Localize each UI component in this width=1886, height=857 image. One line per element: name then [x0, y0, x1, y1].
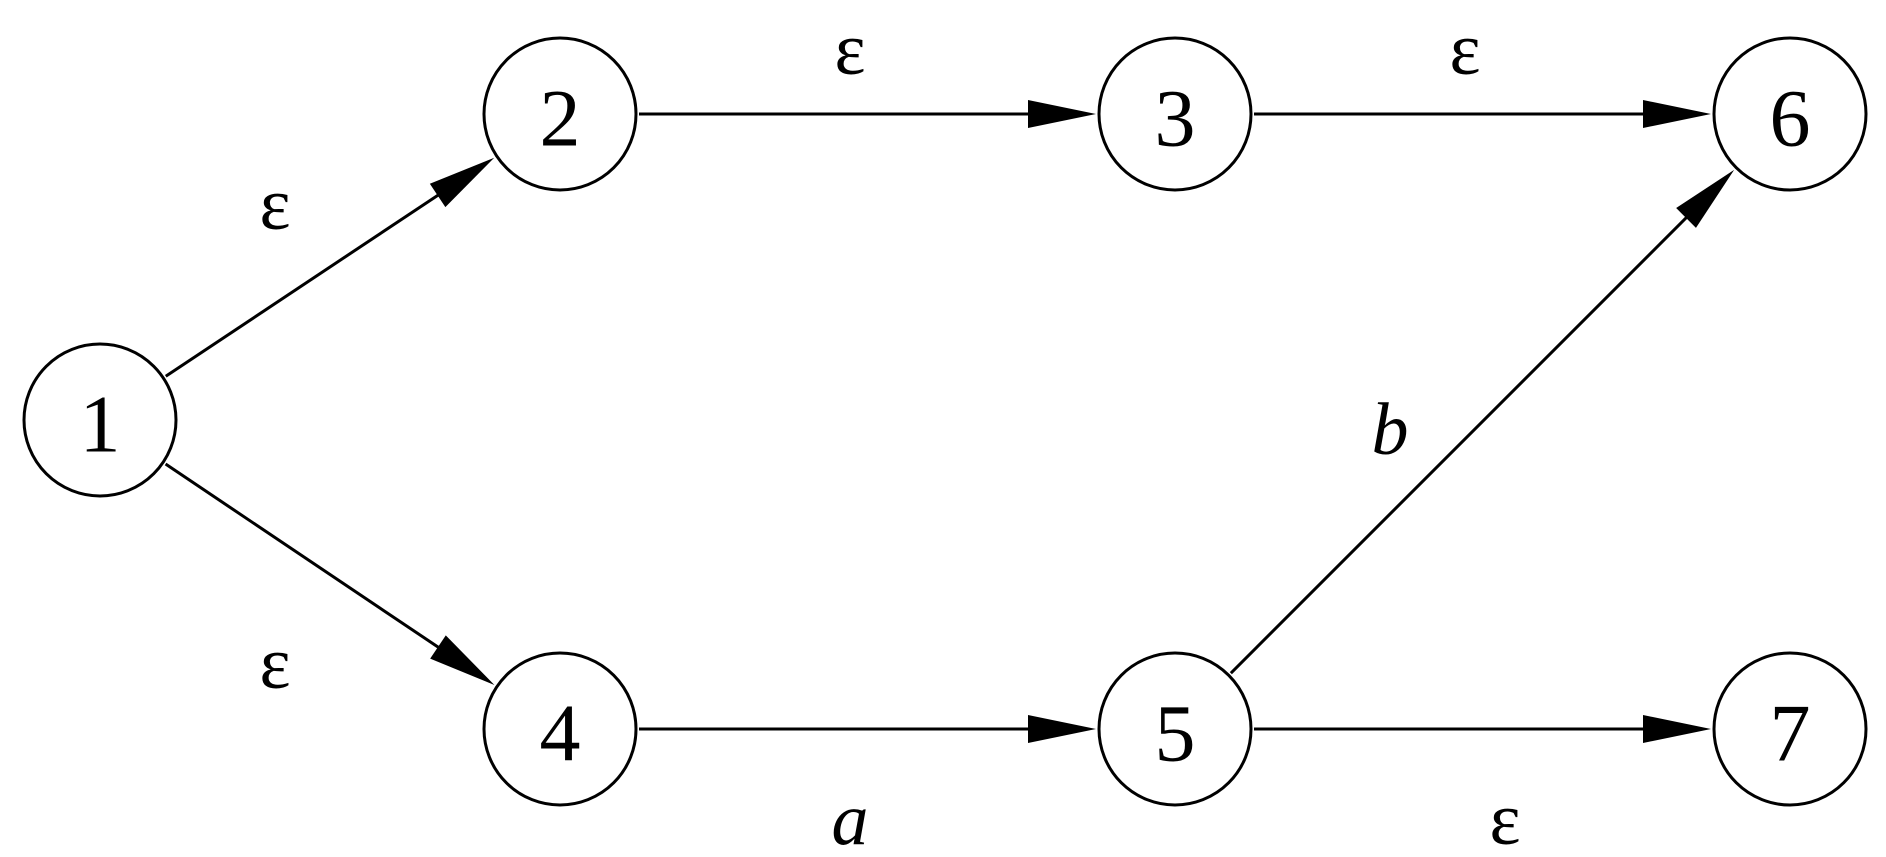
state-circle-1	[22, 342, 178, 498]
state-nodes: 1 2 3 4 5 6 7	[22, 36, 1868, 807]
transition-5-6	[1229, 169, 1735, 675]
transition-2-3	[639, 100, 1096, 128]
state-circle-3	[1097, 36, 1253, 192]
state-node-2: 2	[482, 36, 638, 192]
state-node-7: 7	[1712, 651, 1868, 807]
state-circle-7	[1712, 651, 1868, 807]
transition-5-7	[1254, 715, 1711, 743]
transition-label-1-2: ε	[259, 164, 290, 246]
state-label-2: 2	[540, 73, 581, 164]
arrow-head-icon	[430, 635, 495, 685]
state-node-5: 5	[1097, 651, 1253, 807]
state-node-6: 6	[1712, 36, 1868, 192]
arrow-head-icon	[1028, 100, 1096, 128]
state-circle-6	[1712, 36, 1868, 192]
arrow-head-icon	[1028, 715, 1096, 743]
state-node-3: 3	[1097, 36, 1253, 192]
transition-1-4	[164, 462, 495, 685]
transition-label-5-7: ε	[1489, 779, 1520, 857]
transition-line-1-4	[164, 462, 443, 651]
state-label-7: 7	[1770, 688, 1811, 779]
arrow-head-icon	[429, 157, 495, 208]
arrow-head-icon	[1676, 169, 1735, 228]
state-node-4: 4	[482, 651, 638, 807]
transition-label-3-6: ε	[1449, 9, 1480, 91]
state-label-6: 6	[1770, 73, 1811, 164]
transition-label-5-6: b	[1372, 389, 1409, 471]
state-node-1: 1	[22, 342, 178, 498]
transition-labels: ε ε ε ε a b ε	[259, 9, 1520, 857]
state-circle-5	[1097, 651, 1253, 807]
transition-1-2	[164, 157, 495, 378]
arrow-head-icon	[1643, 100, 1711, 128]
state-label-5: 5	[1155, 688, 1196, 779]
transition-edges	[164, 100, 1735, 743]
state-label-3: 3	[1155, 73, 1196, 164]
state-circle-4	[482, 651, 638, 807]
transition-label-1-4: ε	[259, 623, 290, 705]
transition-3-6	[1254, 100, 1711, 128]
state-label-1: 1	[80, 379, 121, 470]
state-label-4: 4	[540, 688, 581, 779]
state-circle-2	[482, 36, 638, 192]
transition-4-5	[639, 715, 1096, 743]
arrow-head-icon	[1643, 715, 1711, 743]
transition-label-4-5: a	[832, 779, 869, 857]
transition-line-1-2	[164, 191, 442, 378]
transition-label-2-3: ε	[834, 9, 865, 91]
transition-line-5-6	[1229, 214, 1690, 675]
